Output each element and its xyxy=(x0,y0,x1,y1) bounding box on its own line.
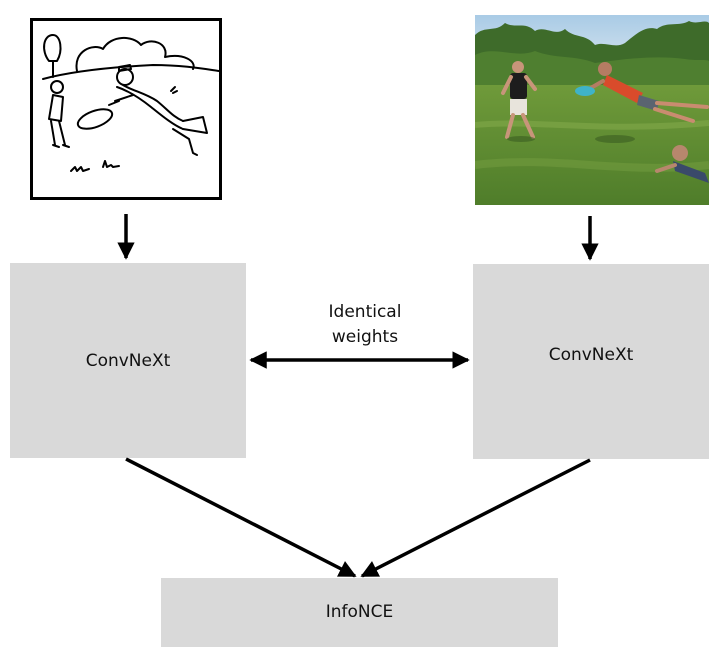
shared-weights-line1: Identical xyxy=(328,302,402,322)
arrow-left-to-loss xyxy=(125,457,357,578)
encoder-left-box: ConvNeXt xyxy=(10,263,246,458)
loss-box: InfoNCE xyxy=(161,578,558,647)
photo-frisbee-icon xyxy=(475,15,709,205)
encoder-right-box: ConvNeXt xyxy=(473,264,709,459)
input-photo xyxy=(475,15,709,205)
shared-weights-label: Identical weights xyxy=(300,300,430,350)
input-sketch xyxy=(30,18,222,200)
arrow-right-to-loss xyxy=(360,458,591,578)
shared-weights-line2: weights xyxy=(331,327,399,347)
encoder-left-label: ConvNeXt xyxy=(85,350,171,371)
loss-label: InfoNCE xyxy=(325,601,394,622)
sketch-drawing-icon xyxy=(42,34,220,172)
encoder-right-label: ConvNeXt xyxy=(548,344,634,365)
